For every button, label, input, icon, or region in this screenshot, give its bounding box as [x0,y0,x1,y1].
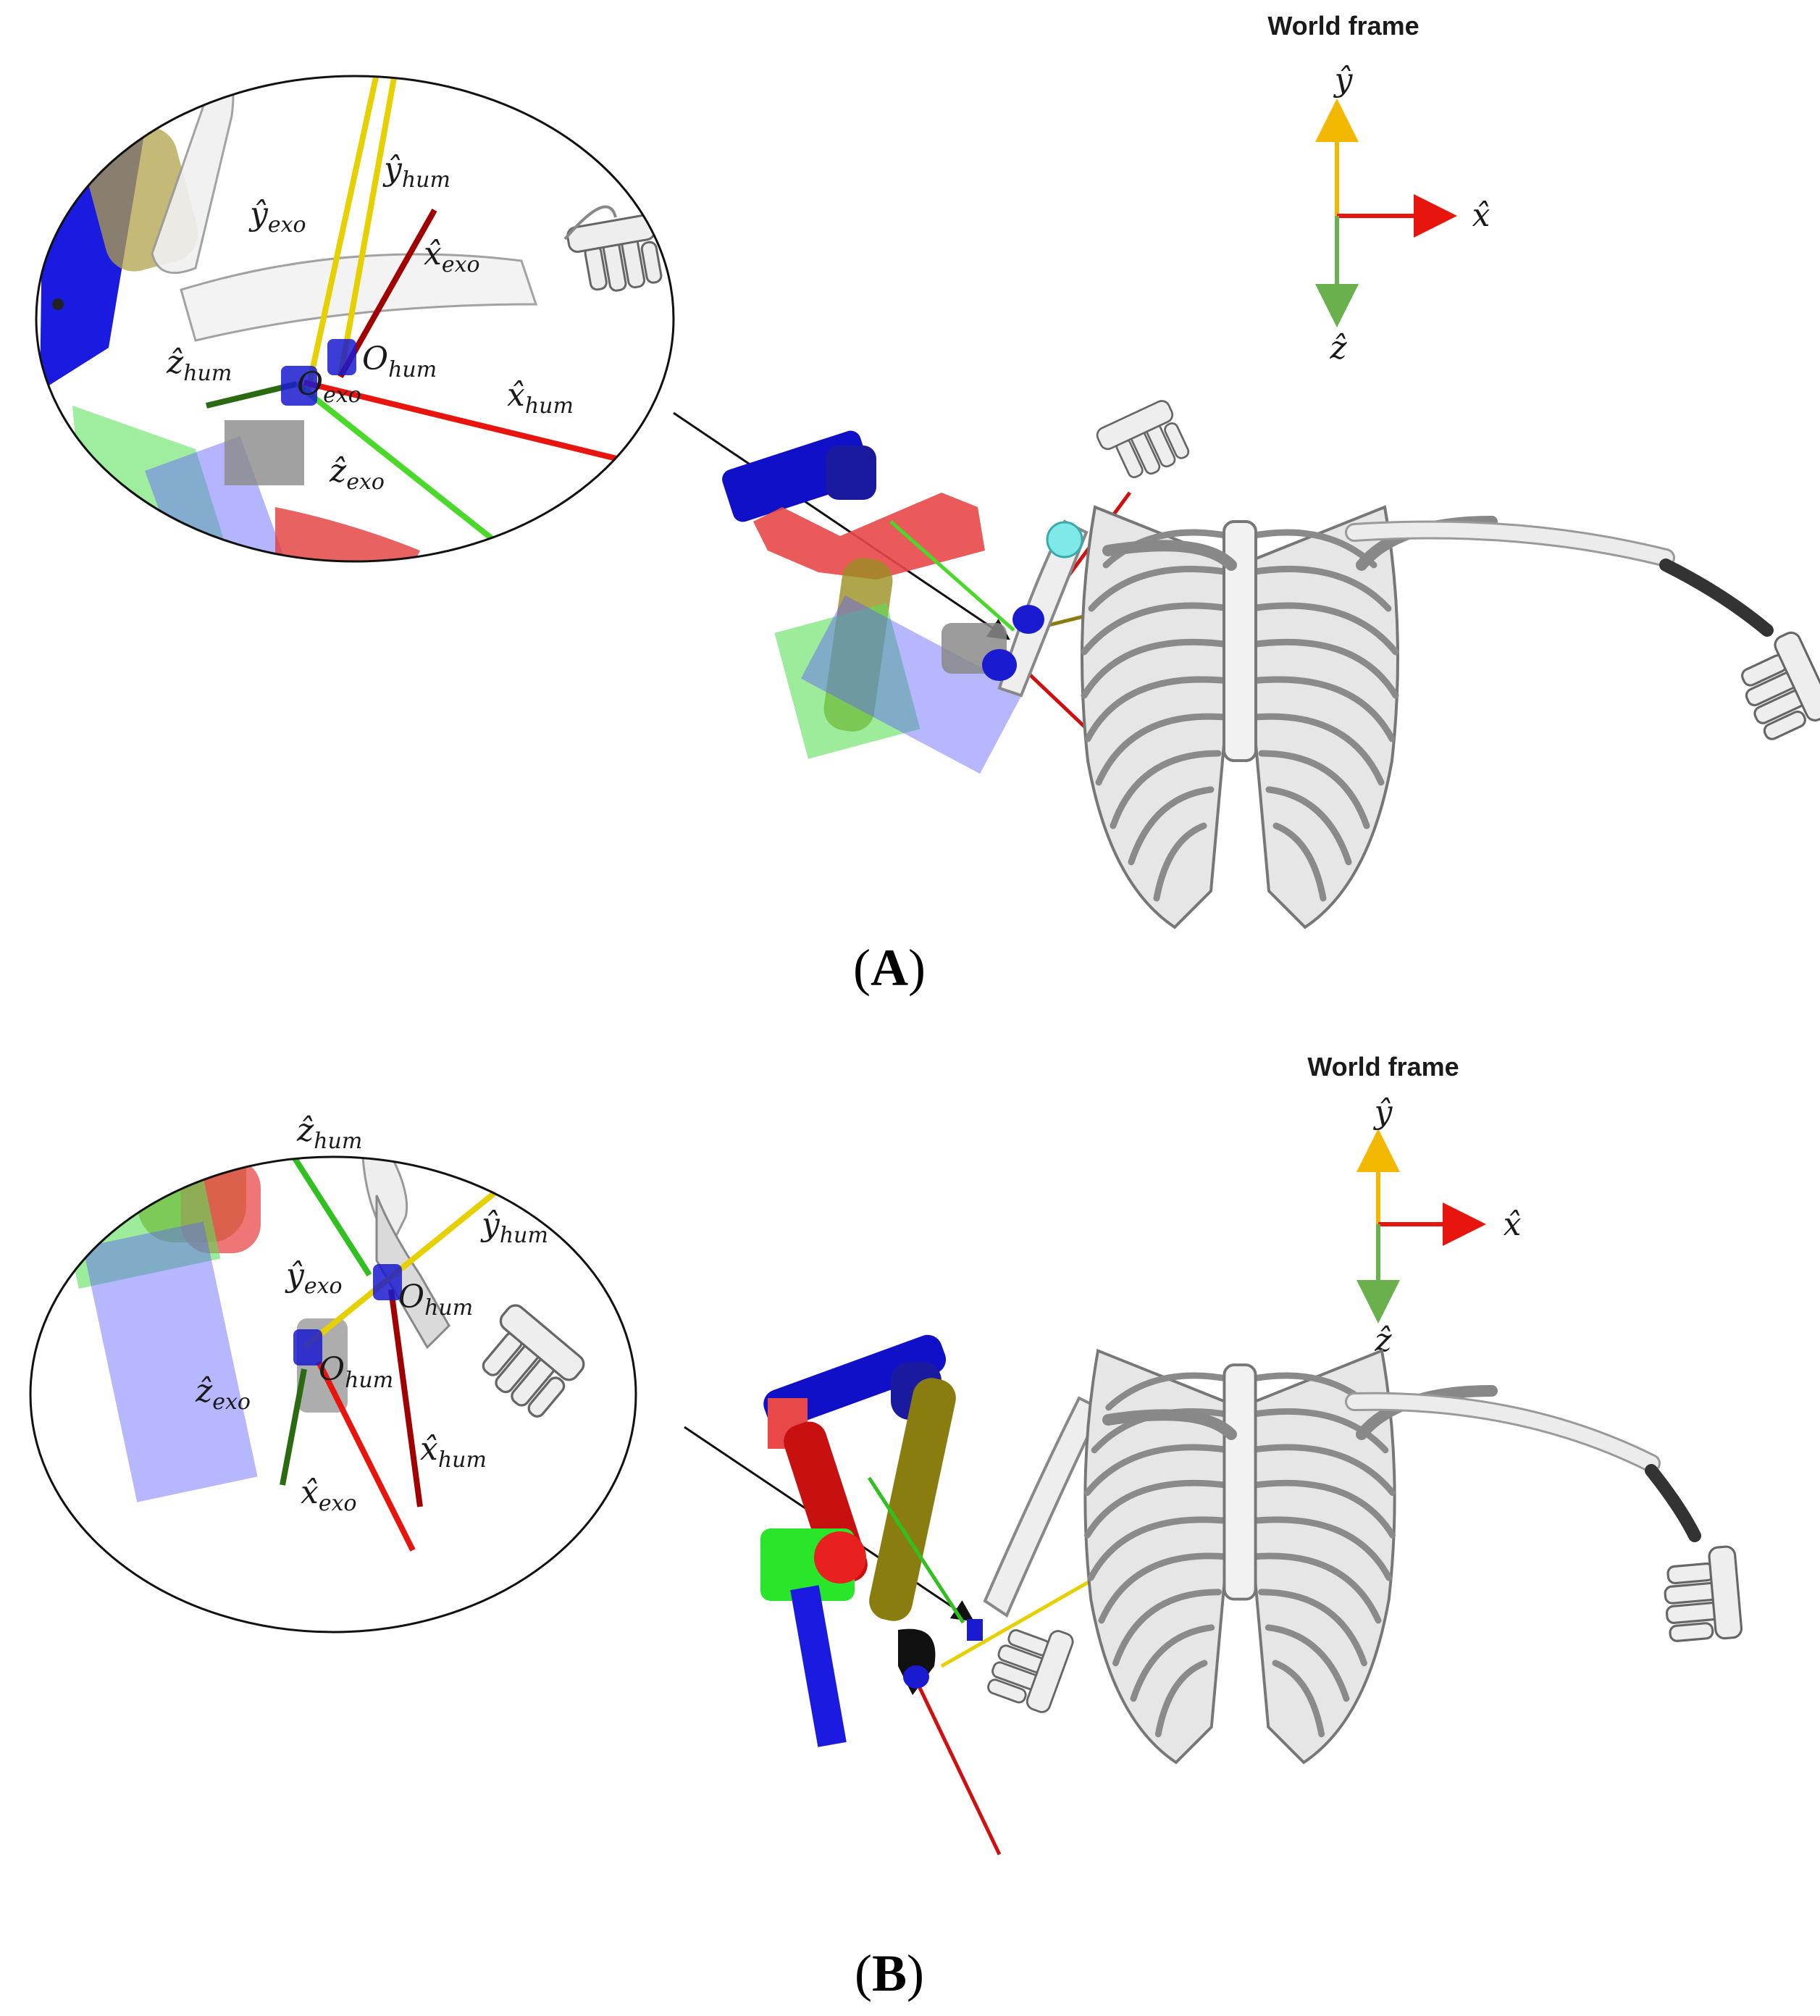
z-exo-axis [280,1368,307,1486]
label-y-exo: ŷexo [248,196,306,238]
world-y-label: ŷ [1373,1094,1393,1131]
y-exo-axis [305,76,379,392]
world-y-label: ŷ [1333,62,1354,99]
world-frame-title: World frame [1267,11,1419,41]
skeleton-b [967,1351,1744,1762]
o-hum-marker [327,339,356,375]
label-o-hum: Ohum [362,340,437,382]
z-hum-axis [251,1157,372,1277]
panel-a: World frame ŷ x̂ ẑ [35,11,1820,997]
exoskeleton-b [760,1334,956,1747]
world-x-label: x̂ [1472,197,1490,234]
exo-axis-green-b [867,1476,965,1624]
exo-blue-bar-inset [83,1221,258,1502]
zoom-inset-a [35,75,675,563]
label-x-exo: x̂exo [424,235,480,277]
world-z-label: ẑ [1329,330,1347,367]
o-exo-marker [281,366,317,406]
label-x-exo: x̂exo [301,1474,357,1516]
x-hum-axis [303,380,638,467]
label-x-hum: x̂hum [420,1431,487,1473]
skeleton-a [982,397,1820,927]
label-o-hum-2: Ohum [319,1351,393,1393]
exo-axis-red-b [918,1686,1002,1856]
label-z-hum: ẑhum [166,344,232,386]
label-z-exo: ẑexo [195,1373,251,1415]
y-hum-axis [337,76,398,377]
x-hum-axis [388,1289,423,1507]
world-frame-a: World frame ŷ x̂ ẑ [1267,11,1490,367]
label-y-hum: ŷhum [480,1206,548,1248]
z-exo-axis [295,381,509,553]
inset-pointer-a [673,411,1010,640]
label-z-exo: ẑexo [329,453,385,495]
label-y-hum: ŷhum [382,151,450,193]
inset-outline-a [35,75,675,563]
world-x-label: x̂ [1504,1206,1522,1243]
forearm-inset [180,253,538,342]
o-hum-marker-1 [293,1329,322,1365]
panel-b: World frame ŷ x̂ ẑ [29,1052,1744,2002]
world-frame-b: World frame ŷ x̂ ẑ [1307,1052,1521,1359]
panel-label-b: (B) [855,1944,924,2002]
world-frame-title: World frame [1307,1052,1459,1082]
label-y-exo: ŷexo [285,1257,343,1299]
panel-label-a: (A) [853,939,926,997]
label-o-hum-1: Ohum [398,1279,473,1321]
label-x-hum: x̂hum [507,377,574,419]
inset-outline-b [29,1155,637,1634]
label-z-hum: ẑhum [296,1112,362,1154]
zoom-inset-b [29,1155,637,1634]
o-hum-marker-2 [373,1264,402,1300]
x-exo-axis [316,1360,416,1552]
inset-labels-a: ŷexo ŷhum x̂exo ẑhum Ohum Oexo x̂hum ẑex… [166,151,574,495]
inset-labels-b: ẑhum ŷhum ŷexo Ohum ẑexo Ohum x̂hum x̂ex… [195,1112,548,1516]
exo-axis-green-a [889,520,1015,632]
label-o-exo: Oexo [297,366,361,408]
exo-gray-mount-inset [225,420,304,485]
